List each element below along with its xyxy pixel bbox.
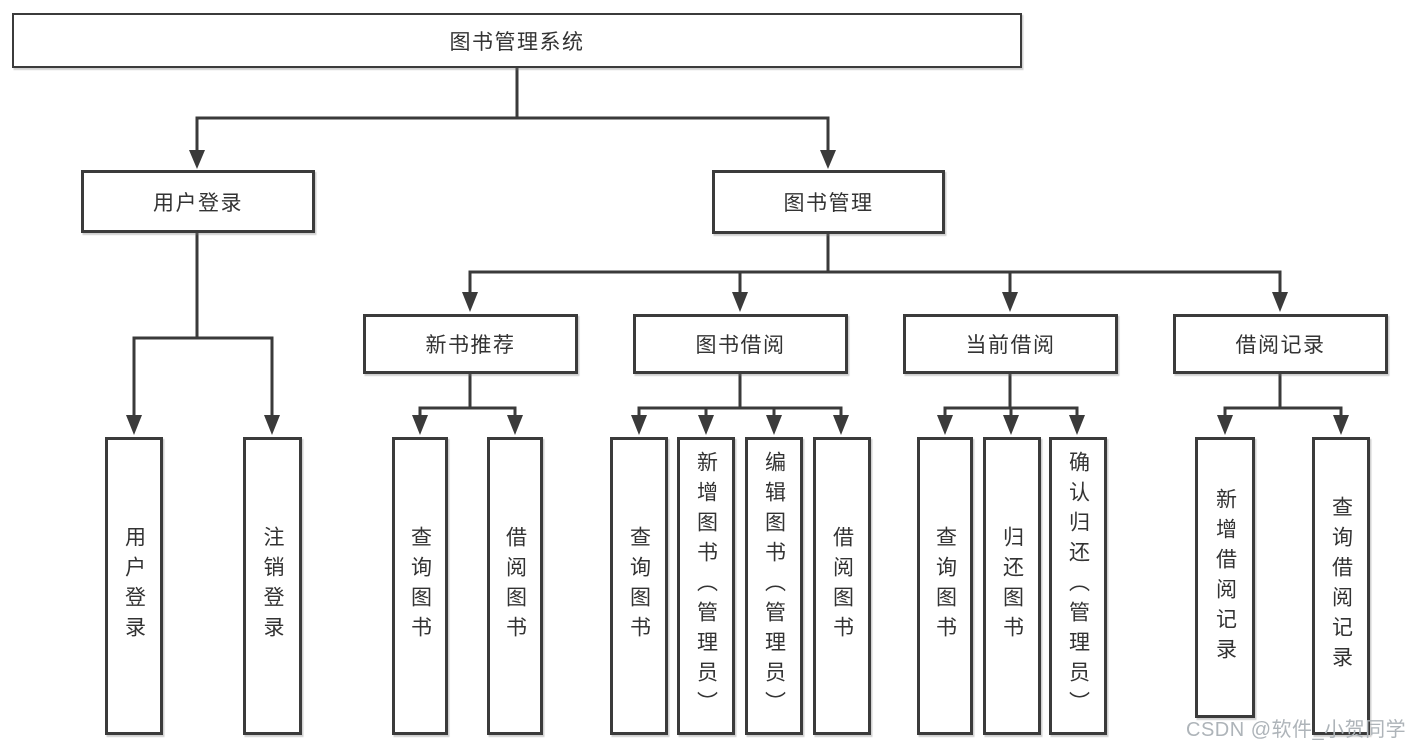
node-user-login-label: 用户登录 (153, 191, 243, 215)
node-borrow-records-label: 借阅记录 (1235, 334, 1326, 357)
csdn-watermark: CSDN @软件_小贺同学 (1186, 719, 1405, 741)
leaf-user-login: 用户登录 (105, 437, 163, 735)
leaf-edit-book-admin: 编辑图书（管理员） (745, 437, 803, 735)
leaf-user-login-label: 用户登录 (122, 526, 146, 646)
leaf-confirm-return-admin-label: 确认归还（管理员） (1066, 451, 1090, 721)
leaf-query-books-recommend: 查询图书 (392, 437, 448, 735)
leaf-add-borrow-record: 新增借阅记录 (1195, 437, 1255, 718)
leaf-query-borrow-record: 查询借阅记录 (1312, 437, 1370, 735)
leaf-add-book-admin-label: 新增图书（管理员） (694, 451, 718, 721)
leaf-logout-label: 注销登录 (261, 526, 284, 646)
leaf-add-book-admin: 新增图书（管理员） (677, 437, 735, 735)
leaf-return-book-label: 归还图书 (1000, 526, 1024, 646)
node-current-borrow-label: 当前借阅 (965, 334, 1056, 357)
leaf-add-borrow-record-label: 新增借阅记录 (1213, 487, 1237, 668)
leaf-return-book: 归还图书 (983, 437, 1041, 735)
leaf-query-books-current-label: 查询图书 (933, 526, 957, 646)
leaf-query-books-current: 查询图书 (917, 437, 973, 735)
leaf-logout: 注销登录 (243, 437, 302, 735)
node-user-login: 用户登录 (81, 170, 315, 233)
leaf-query-books-borrow-label: 查询图书 (627, 526, 651, 646)
node-root-library-system: 图书管理系统 (12, 13, 1022, 68)
leaf-query-books-recommend-label: 查询图书 (408, 526, 432, 646)
node-root-label: 图书管理系统 (449, 30, 585, 54)
node-book-management-label: 图书管理 (783, 192, 874, 215)
leaf-confirm-return-admin: 确认归还（管理员） (1049, 437, 1107, 735)
node-current-borrow: 当前借阅 (903, 314, 1118, 374)
leaf-borrow-books-recommend-label: 借阅图书 (503, 526, 527, 646)
leaf-borrow-books-recommend: 借阅图书 (487, 437, 543, 735)
node-book-borrow-label: 图书借阅 (695, 334, 786, 357)
leaf-edit-book-admin-label: 编辑图书（管理员） (762, 451, 786, 721)
node-new-book-recommend-label: 新书推荐 (425, 334, 516, 357)
node-borrow-records: 借阅记录 (1173, 314, 1388, 374)
node-book-management: 图书管理 (712, 170, 945, 234)
leaf-query-borrow-record-label: 查询借阅记录 (1329, 496, 1353, 676)
leaf-query-books-borrow: 查询图书 (610, 437, 668, 735)
leaf-borrow-books-borrow: 借阅图书 (813, 437, 871, 735)
node-book-borrow: 图书借阅 (633, 314, 848, 374)
node-new-book-recommend: 新书推荐 (363, 314, 578, 374)
leaf-borrow-books-borrow-label: 借阅图书 (830, 526, 854, 646)
